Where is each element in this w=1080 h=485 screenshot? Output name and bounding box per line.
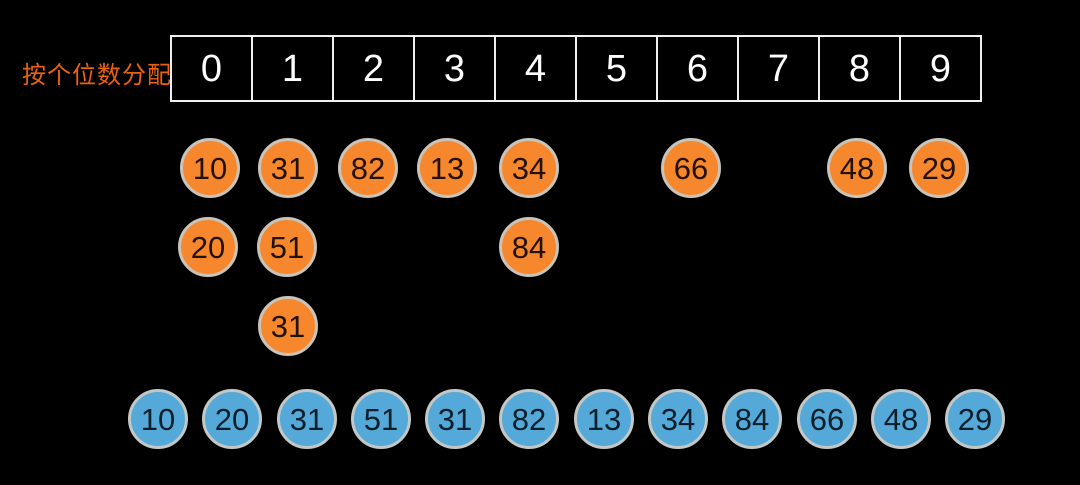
collected-chip: 66 [797,389,857,449]
bucket-chip: 29 [909,138,969,198]
bucket-chip: 84 [499,217,559,277]
bucket-chip: 20 [178,217,238,277]
collected-chip: 31 [277,389,337,449]
bucket-digit: 7 [767,47,790,90]
bucket-digit: 0 [200,47,223,90]
bucket-cell-2: 2 [332,37,413,100]
collected-chip: 10 [128,389,188,449]
bucket-digit: 5 [605,47,628,90]
bucket-chip: 48 [827,138,887,198]
bucket-cell-3: 3 [413,37,494,100]
bucket-cell-8: 8 [818,37,899,100]
bucket-digit: 3 [443,47,466,90]
bucket-cell-9: 9 [899,37,980,100]
bucket-chip: 66 [661,138,721,198]
distribution-label: 按个位数分配 [22,62,172,89]
collected-chip: 51 [351,389,411,449]
bucket-cell-1: 1 [251,37,332,100]
bucket-chip: 82 [338,138,398,198]
bucket-digit: 8 [848,47,871,90]
bucket-chip: 31 [258,138,318,198]
bucket-chip: 10 [180,138,240,198]
bucket-chip: 34 [499,138,559,198]
bucket-chip: 31 [258,296,318,356]
bucket-digit: 4 [524,47,547,90]
bucket-cell-4: 4 [494,37,575,100]
collected-chip: 84 [722,389,782,449]
bucket-digit: 9 [929,47,952,90]
collected-chip: 29 [945,389,1005,449]
bucket-cell-6: 6 [656,37,737,100]
collected-chip: 13 [574,389,634,449]
collected-chip: 20 [202,389,262,449]
bucket-digit: 6 [686,47,709,90]
bucket-chip: 13 [417,138,477,198]
collected-chip: 48 [871,389,931,449]
bucket-cell-5: 5 [575,37,656,100]
bucket-cell-7: 7 [737,37,818,100]
collected-chip: 31 [425,389,485,449]
bucket-chip: 51 [257,217,317,277]
collected-chip: 82 [499,389,559,449]
bucket-digit: 1 [281,47,304,90]
collected-chip: 34 [648,389,708,449]
bucket-header-table: 0 1 2 3 4 5 6 7 8 9 [170,35,982,102]
bucket-cell-0: 0 [172,37,251,100]
bucket-digit: 2 [362,47,385,90]
